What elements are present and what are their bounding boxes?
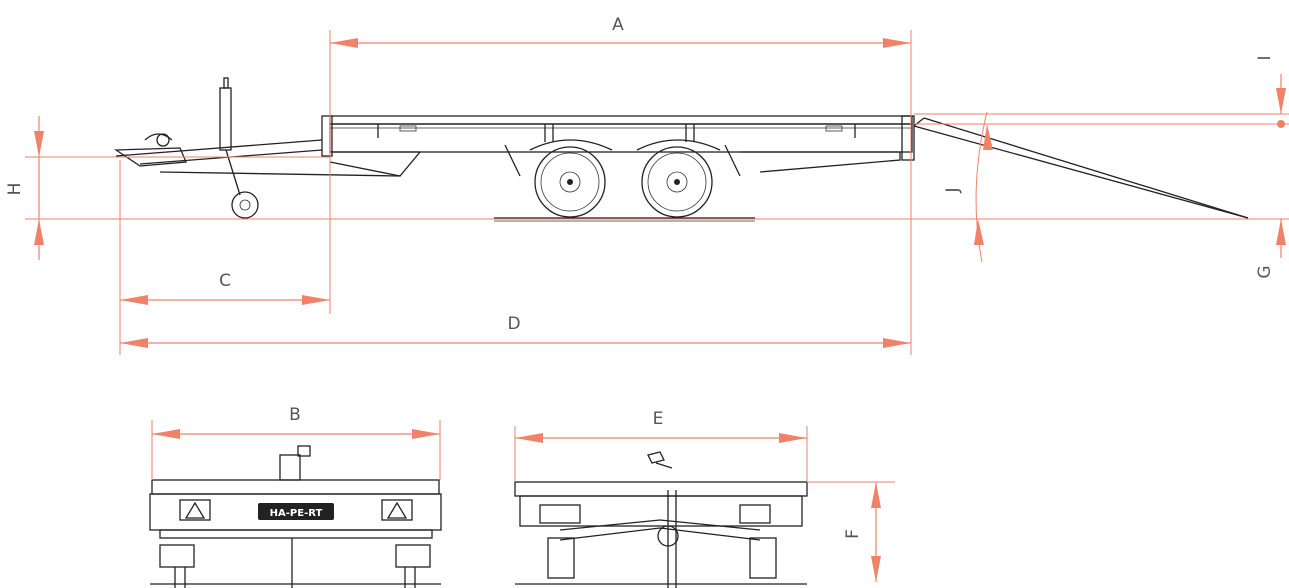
arrow-e-right [779,433,807,443]
rear-underframe [740,151,901,173]
arrow-h-bottom [34,219,44,245]
arrow-h-top [34,131,44,157]
arrow-e-left [515,433,543,443]
dimension-label-g: G [1255,265,1275,278]
arrow-d-right [883,338,911,348]
number-plate-text: HA-PE-RT [270,508,323,519]
dimension-label-d: D [507,314,520,334]
arrow-d-left [120,338,148,348]
dimension-label-i: I [1255,55,1275,60]
dimension-label-e: E [653,409,664,429]
arrow-b-left [152,429,180,439]
arrow-c-left [120,295,148,305]
trailer-bed [321,115,915,161]
wheel-front [534,146,606,218]
wheel-arches [529,139,721,151]
rear-view: HA-PE-RT [149,445,442,588]
arrow-c-right [302,295,330,305]
dimension-label-b: B [289,405,301,425]
arrow-j-top [983,124,993,150]
arrow-a-right [883,38,911,48]
wheel-rear [641,146,713,218]
ramp [913,117,1249,219]
dimension-label-c: C [219,271,231,291]
front-view [514,451,808,588]
arrow-g [1276,219,1286,245]
arrow-f-bottom [871,556,881,582]
arrow-i [1276,88,1286,114]
dimension-label-h: H [5,183,25,196]
front-underframe [329,151,422,177]
dimension-label-f: F [843,529,863,539]
drawbar [113,133,401,177]
dimension-label-a: A [612,15,624,35]
side-view [113,77,1249,222]
ramp-angle-arc [975,111,988,263]
arrow-j-bottom [974,219,984,245]
arrow-a-left [330,38,358,48]
dimension-annotations: A C D H I G J B [5,15,1289,582]
suspension-arms [504,144,741,177]
arrow-b-right [412,429,440,439]
ramp-pivot-dot [1277,120,1285,128]
number-plate [258,503,334,520]
dimension-label-j: J [943,187,963,193]
arrow-f-top [871,482,881,508]
